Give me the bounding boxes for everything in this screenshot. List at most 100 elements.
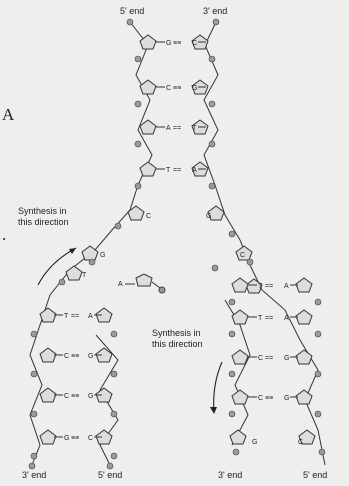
bottom-left-5-end-label: 5' end [98,470,122,480]
right-duplex-new-sugar [232,310,248,324]
hydrogen-bond: ≡≡ [71,393,79,400]
right-duplex-new-sugar [232,390,248,404]
hydrogen-bond: == [173,125,181,132]
bottom-left-end-phosphate [29,463,35,469]
base-left: C [166,85,171,92]
right-duplex-new-sugar [232,278,248,292]
bottom-right-5-end-label: 5' end [303,470,327,480]
bottom-left-end-phosphate [107,463,113,469]
synthesis-right-line-2: this direction [152,339,203,349]
left-base-pair: C≡≡G [54,353,102,360]
base-right: G [192,85,197,92]
right-bottom-phosphate [233,449,239,455]
top-left-sugar [140,162,156,176]
panel-letter: A [2,105,15,124]
right-bottom-unpaired-right: C [298,439,303,446]
base-left: T [258,315,263,322]
left-duplex-old-sugar [40,430,56,444]
top-right-phosphate [209,56,215,62]
left-branch-unpaired-g: G [100,252,105,259]
right-bottom-sugar [230,430,246,444]
base-left: T [64,313,69,320]
base-left: T [166,167,171,174]
fork-unpaired-right: G [206,213,211,220]
left-base-pair: G≡≡C [54,435,102,442]
base-left: G [166,40,171,47]
base-right: G [284,355,289,362]
left-branch-phosphate [89,259,95,265]
right-duplex-old-sugar [296,310,312,324]
right-duplex-old-sugar [296,278,312,292]
synthesis-right-arrow [214,362,222,412]
base-right: A [284,315,289,322]
hydrogen-bond: == [265,355,273,362]
top-left-sugar [140,120,156,134]
left-branch-sugar [82,246,98,260]
left-duplex-old-sugar [40,308,56,322]
base-left: C [64,353,69,360]
base-left: G [64,435,69,442]
left-duplex-old-phosphate [31,453,37,459]
top-left-sugar [140,80,156,94]
right-duplex-new-phosphate [229,299,235,305]
right-branch-phosphate [212,265,218,271]
base-pairs: G≡≡CC≡≡GA==TT==AT==AC≡≡GC≡≡GG≡≡CT==AT==A… [54,40,298,442]
top-left-phosphate [135,56,141,62]
base-left: C [258,395,263,402]
fork-right-phosphate [229,231,235,237]
hydrogen-bond: ≡≡ [173,40,181,47]
top-left-phosphate [135,183,141,189]
right-duplex-new-phosphate [229,411,235,417]
base-left: C [64,393,69,400]
hydrogen-bond: == [265,283,273,290]
fork-unpaired-left: C [146,213,151,220]
right-bottom-unpaired-left: G [252,439,257,446]
right-duplex-new-phosphate [229,371,235,377]
base-right: A [192,167,197,174]
top-left-end-phosphate [127,19,133,25]
base-right: G [88,353,93,360]
synthesis-right-line-1: Synthesis in [152,328,201,338]
top-right-phosphate [209,101,215,107]
left-duplex-new-phosphate [111,371,117,377]
right-duplex-old-phosphate [315,411,321,417]
base-right: G [284,395,289,402]
bottom-right-3-end-label: 3' end [218,470,242,480]
right-bottom-phosphate [319,449,325,455]
synthesis-right-arrowhead [210,407,217,414]
left-duplex-old-phosphate [31,371,37,377]
left-branch-phosphate [59,279,65,285]
base-right: C [88,435,93,442]
right-duplex-old-phosphate [315,371,321,377]
left-branch-sugar [66,266,82,280]
base-right: A [284,283,289,290]
left-duplex-old-phosphate [31,411,37,417]
base-right: C [192,40,197,47]
left-duplex-new-phosphate [111,411,117,417]
right-base-pair: C≡≡ G [248,395,298,402]
hydrogen-bond: ≡≡ [173,85,181,92]
free-nucleotide-tail [152,282,160,288]
top-right-phosphate [209,141,215,147]
sugar-rings [40,35,315,444]
base-right: A [88,313,93,320]
synthesis-left-line-1: Synthesis in [18,206,67,216]
base-right: T [192,125,197,132]
right-branch-unpaired-c: C [240,252,245,259]
left-margin-mark: . [2,225,6,244]
left-base-pair: T==A [54,313,102,320]
free-nucleotide-sugar [136,274,152,286]
hydrogen-bond: == [265,315,273,322]
right-duplex-old-phosphate [315,299,321,305]
base-right: G [88,393,93,400]
left-duplex-new-phosphate [111,331,117,337]
bottom-left-3-end-label: 3' end [22,470,46,480]
hydrogen-bond: ≡≡ [265,395,273,402]
right-base-pair: C==G [248,355,298,362]
base-left: A [166,125,171,132]
right-duplex-old-phosphate [315,331,321,337]
synthesis-left-line-2: this direction [18,217,69,227]
base-left: T [258,283,263,290]
right-duplex-old-sugar [296,350,312,364]
